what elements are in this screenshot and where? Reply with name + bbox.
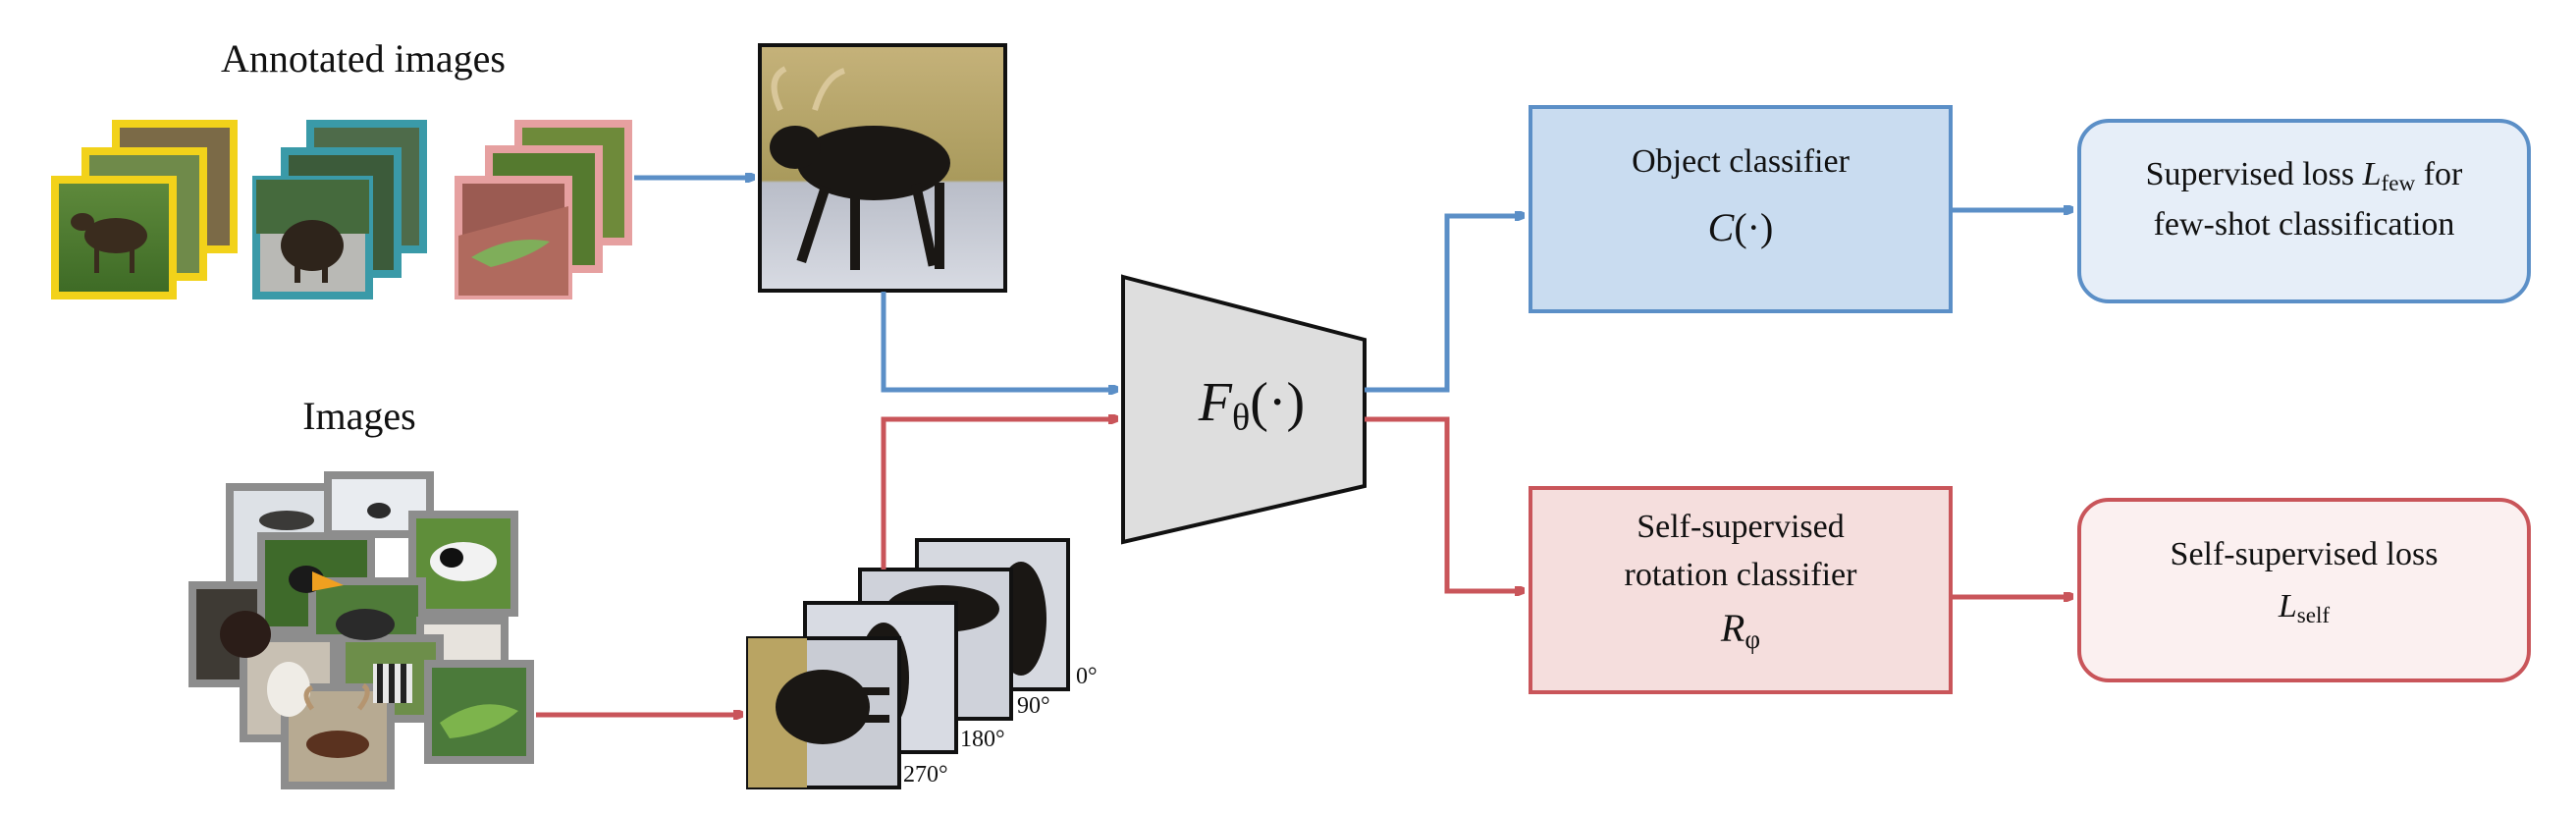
object-classifier-box — [1529, 105, 1953, 313]
arrow-rotations-to-feature-extractor — [881, 419, 1117, 570]
supervised-loss-symbol: L — [2362, 156, 2382, 192]
self-supervised-loss-text: Self-supervised loss Lself — [2079, 530, 2529, 633]
sample-moose-image — [758, 43, 1007, 293]
unlabeled-images-collage — [188, 471, 534, 789]
rotation-classifier-symbol: R — [1720, 605, 1745, 650]
self-supervised-loss-line1: Self-supervised loss — [2170, 536, 2439, 572]
annotated-stack-moose — [51, 120, 238, 299]
arrow-feature-to-object-classifier — [1365, 216, 1524, 393]
object-classifier-args: (·) — [1734, 205, 1774, 250]
rotation-angle-180: 180° — [960, 727, 1005, 752]
self-supervised-loss-box — [2077, 498, 2531, 682]
feature-extractor-symbol: F — [1198, 372, 1232, 433]
annotated-stack-iguana — [455, 120, 632, 299]
rotation-classifier-subscript: φ — [1744, 624, 1761, 654]
supervised-loss-subscript: few — [2381, 170, 2416, 196]
feature-extractor-formula: Fθ(·) — [1139, 375, 1365, 437]
rotated-images-stack — [746, 538, 1070, 789]
rotation-classifier-formula: Rφ — [1530, 600, 1951, 659]
rotation-classifier-line2: rotation classifier — [1624, 557, 1857, 594]
rotation-classifier-line1: Self-supervised — [1637, 509, 1845, 545]
self-supervised-loss-subscript: self — [2296, 603, 2331, 629]
supervised-loss-box — [2077, 119, 2531, 303]
rotation-angle-270: 270° — [903, 762, 948, 787]
object-classifier-formula: C(·) — [1530, 199, 1951, 256]
rotation-angle-90: 90° — [1017, 693, 1050, 719]
object-classifier-title: Object classifier — [1632, 143, 1850, 180]
rotation-classifier-box — [1529, 486, 1953, 694]
supervised-loss-suffix: for — [2415, 156, 2463, 192]
feature-extractor-subscript: θ — [1232, 397, 1251, 439]
feature-extractor-args: (·) — [1250, 372, 1306, 433]
rotation-classifier-text: Self-supervised rotation classifier Rφ — [1530, 503, 1951, 659]
supervised-loss-line1: Supervised loss Lfew for — [2079, 150, 2529, 200]
object-classifier-symbol: C — [1707, 205, 1735, 250]
self-supervised-loss-formula: Lself — [2079, 582, 2529, 632]
supervised-loss-line2: few-shot classification — [2153, 206, 2455, 244]
feature-extractor-block — [1121, 274, 1367, 545]
supervised-loss-text: Supervised loss Lfew for few-shot classi… — [2079, 150, 2529, 249]
arrow-sample-to-feature-extractor — [881, 292, 1117, 390]
object-classifier-text: Object classifier C(·) — [1530, 137, 1951, 256]
annotated-stack-bison — [252, 120, 427, 299]
arrow-feature-to-rotation-classifier — [1365, 416, 1524, 591]
images-label: Images — [302, 394, 416, 438]
self-supervised-loss-symbol: L — [2278, 588, 2297, 625]
rotation-angle-0: 0° — [1076, 664, 1098, 689]
annotated-images-label: Annotated images — [221, 36, 506, 81]
supervised-loss-prefix: Supervised loss — [2145, 156, 2363, 192]
